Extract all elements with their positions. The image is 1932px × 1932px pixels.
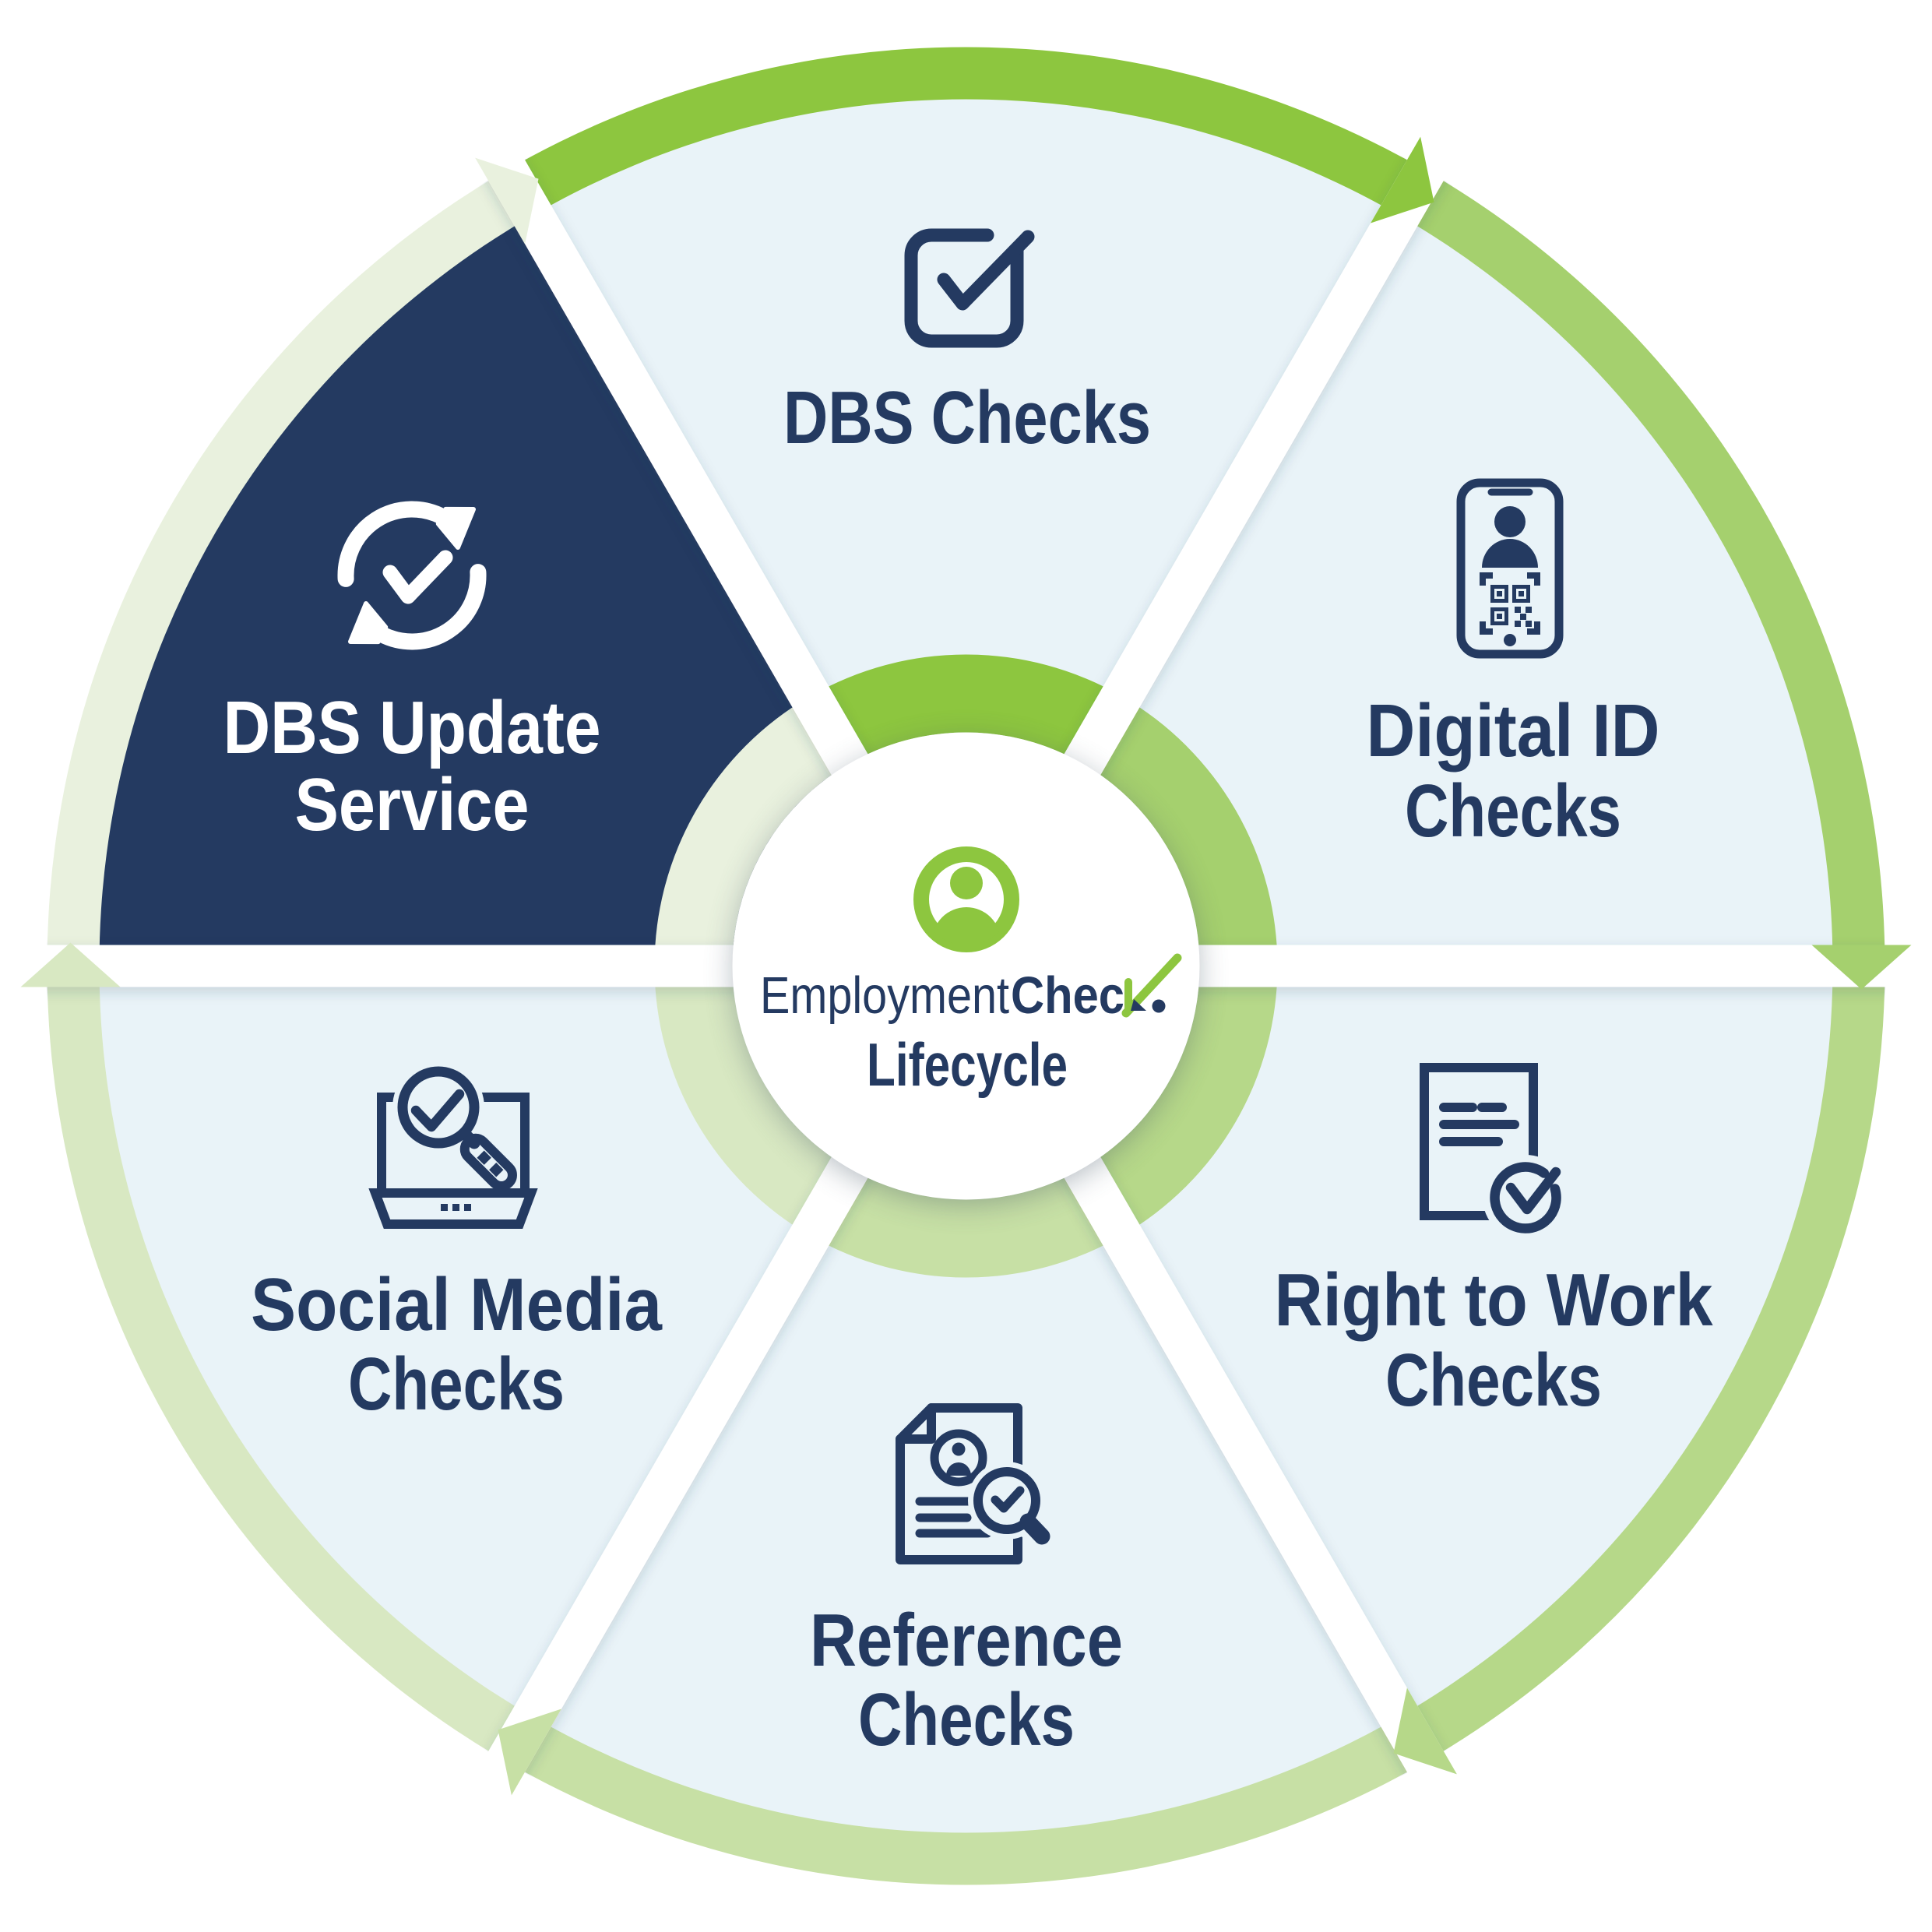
svg-text:Chec: Chec [1011,966,1124,1025]
svg-text:Lifecycle: Lifecycle [867,1030,1068,1099]
svg-text:Social Media: Social Media [251,1263,663,1346]
svg-text:Checks: Checks [348,1343,565,1426]
svg-text:DBS Checks: DBS Checks [783,376,1151,459]
svg-text:Reference: Reference [810,1599,1123,1682]
svg-text:Checks: Checks [858,1678,1075,1761]
svg-text:Checks: Checks [1405,769,1621,853]
svg-text:Digital ID: Digital ID [1367,689,1660,772]
svg-text:DBS Update: DBS Update [223,686,601,769]
svg-text:Employment: Employment [760,966,1009,1025]
svg-text:Service: Service [295,763,530,846]
svg-text:Right to Work: Right to Work [1275,1258,1714,1342]
svg-text:Checks: Checks [1385,1339,1602,1422]
